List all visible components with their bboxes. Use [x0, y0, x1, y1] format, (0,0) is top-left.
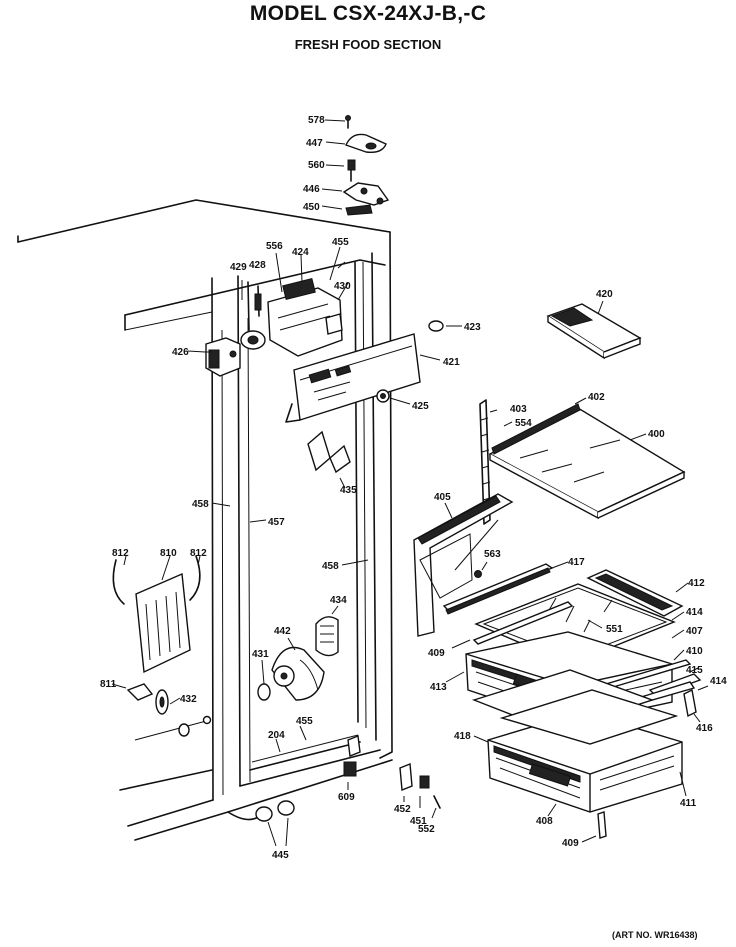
label-457: 457 [268, 517, 285, 528]
label-551: 551 [606, 624, 623, 635]
part-405-support [413, 493, 514, 637]
label-420: 420 [596, 289, 613, 300]
part-447-knob-cap [325, 133, 387, 154]
label-411: 411 [680, 798, 697, 809]
label-432: 432 [180, 694, 197, 705]
part-420-light-cover [546, 300, 642, 360]
part-425-knob [376, 389, 411, 405]
label-434: 434 [330, 595, 347, 606]
label-410: 410 [686, 646, 703, 657]
part-434-grille [315, 605, 339, 657]
label-447: 447 [306, 138, 323, 149]
part-810-panel [112, 555, 201, 674]
label-609: 609 [338, 792, 355, 803]
label-458-right: 458 [322, 561, 339, 572]
diagram-title: MODEL CSX-24XJ-B,-C [249, 2, 487, 25]
part-number-labels: 578 447 560 446 450 556 424 455 429 428 … [100, 115, 727, 861]
part-423-bulb [428, 320, 462, 332]
label-414-upper: 414 [686, 607, 703, 618]
label-435: 435 [340, 485, 357, 496]
frame-leaders [205, 351, 369, 566]
label-403: 403 [510, 404, 527, 415]
label-450: 450 [303, 202, 320, 213]
label-560: 560 [308, 160, 325, 171]
part-417-slide [442, 561, 569, 615]
label-578: 578 [308, 115, 325, 126]
label-812-left: 812 [112, 548, 129, 559]
label-431: 431 [252, 649, 269, 660]
part-428-429-cam [240, 281, 266, 350]
label-426: 426 [172, 347, 189, 358]
label-400: 400 [648, 429, 665, 440]
part-563-screw [474, 561, 488, 578]
part-578-screw [324, 115, 351, 129]
part-560-screw [325, 159, 356, 182]
part-424-control-housing [267, 246, 349, 357]
part-450-clip [321, 204, 373, 216]
label-417: 417 [568, 557, 585, 568]
label-418: 418 [454, 731, 471, 742]
label-414-lower: 414 [710, 676, 727, 687]
label-446: 446 [303, 184, 320, 195]
label-552: 552 [418, 824, 435, 835]
cabinet-outline [17, 199, 393, 841]
label-421: 421 [443, 357, 460, 368]
part-432-plug [155, 689, 212, 737]
label-204: 204 [268, 730, 285, 741]
part-416-stop [683, 688, 701, 723]
part-445-bottom-parts [227, 800, 295, 847]
label-429: 429 [230, 262, 247, 273]
label-445: 445 [272, 850, 289, 861]
label-416: 416 [696, 723, 713, 734]
label-423: 423 [464, 322, 481, 333]
label-554: 554 [515, 418, 532, 429]
label-409-upper: 409 [428, 648, 445, 659]
label-455-bottom: 455 [296, 716, 313, 727]
part-421-control-panel [285, 333, 441, 423]
part-426-light-socket [187, 337, 241, 377]
label-458-left: 458 [192, 499, 209, 510]
label-811: 811 [100, 679, 117, 690]
label-415: 415 [686, 665, 703, 676]
label-442: 442 [274, 626, 291, 637]
label-407: 407 [686, 626, 703, 637]
label-563: 563 [484, 549, 501, 560]
label-405: 405 [434, 492, 451, 503]
label-408: 408 [536, 816, 553, 827]
label-810: 810 [160, 548, 177, 559]
label-428: 428 [249, 260, 266, 271]
label-413: 413 [430, 682, 447, 693]
part-811-clip [111, 683, 154, 701]
label-424: 424 [292, 247, 309, 258]
part-609-hinge-parts [343, 735, 441, 819]
part-412-slide [586, 569, 689, 617]
diagram-subtitle: FRESH FOOD SECTION [294, 37, 442, 52]
label-412: 412 [688, 578, 705, 589]
part-435-clip [307, 430, 351, 489]
label-430: 430 [334, 281, 351, 292]
label-409-lower: 409 [562, 838, 579, 849]
part-409-trim-lower [581, 811, 607, 843]
label-452: 452 [394, 804, 411, 815]
part-446-bracket [321, 182, 390, 206]
label-556: 556 [266, 241, 283, 252]
art-number: (ART NO. WR16438) [612, 930, 698, 940]
part-400-glass-shelf [488, 397, 686, 520]
part-442-fan [257, 637, 325, 701]
label-425: 425 [412, 401, 429, 412]
label-451: 451 [410, 816, 427, 827]
label-402: 402 [588, 392, 605, 403]
part-409-trim-upper [451, 601, 574, 649]
part-408-lower-drawer [471, 669, 687, 817]
label-455-top: 455 [332, 237, 349, 248]
label-812-right: 812 [190, 548, 207, 559]
part-455-204-trim [275, 725, 307, 753]
part-403-rail [479, 399, 498, 525]
